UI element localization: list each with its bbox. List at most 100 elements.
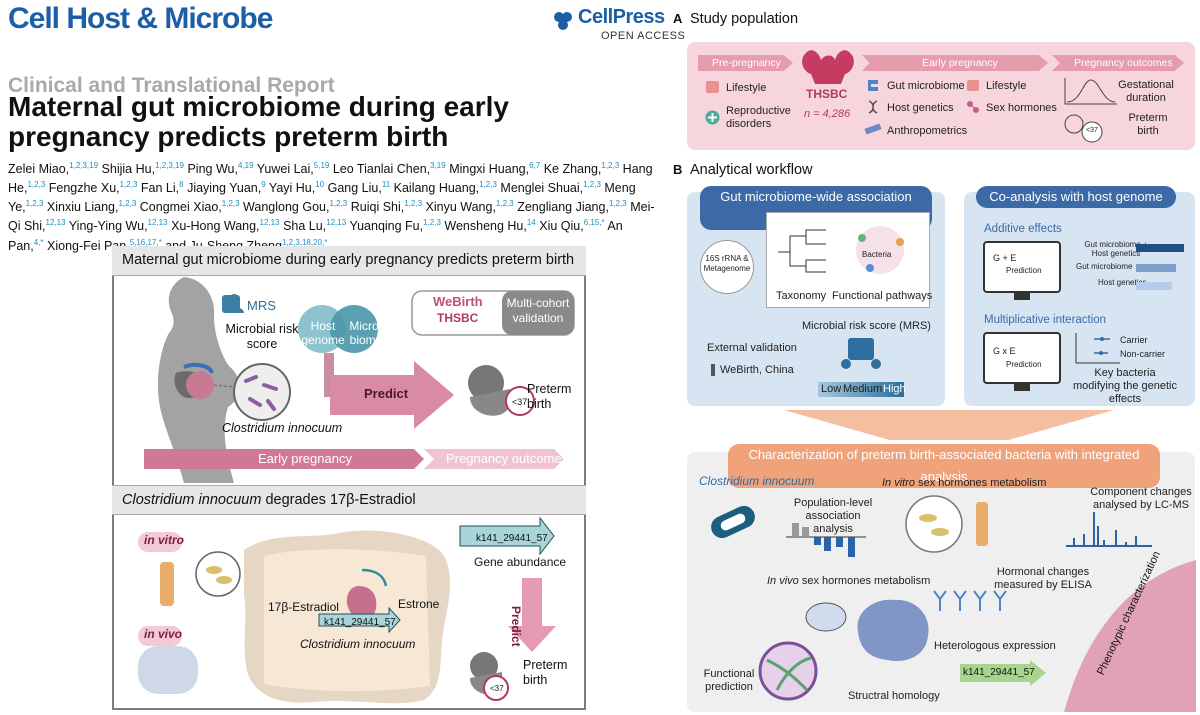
host-genome-label: Host genome: [301, 319, 345, 347]
paper-title: Maternal gut microbiome during early pre…: [8, 91, 509, 152]
bacteria-label: Bacteria: [862, 250, 892, 259]
author-name: Leo Tianlai Chen,: [332, 162, 431, 177]
author-affiliation: 1,2,3: [329, 199, 348, 209]
panel-c-title: Characterization of preterm birth-associ…: [728, 444, 1160, 488]
author-name: Ying-Ying Wu,: [68, 219, 148, 234]
gestational-curve-icon: [1064, 78, 1117, 105]
prediction-label: Prediction: [1006, 266, 1042, 275]
author-affiliation: 1,2,3: [583, 180, 601, 190]
thsbc-label: THSBC: [437, 311, 479, 325]
author-affiliation: 12,13: [259, 218, 280, 228]
author-name: Kailang Huang,: [393, 181, 480, 196]
author-affiliation: 12,13: [326, 218, 347, 228]
author-affiliation: 11: [381, 180, 391, 190]
functional-prediction-label: Functional prediction: [703, 668, 755, 693]
gene-abundance-label: Gene abundance: [474, 555, 567, 569]
ga-top-illustration: [144, 277, 575, 483]
elisa-antibodies-icon: [933, 590, 1007, 611]
author-affiliation: 1,2,3: [119, 180, 138, 190]
mrs-person-icon: [224, 294, 244, 313]
author-name: Jiaying Yuan,: [187, 181, 262, 196]
additive-bars: [1136, 244, 1184, 290]
journal-name: Cell Host & Microbe: [8, 2, 273, 35]
panel-a-letter: A: [673, 11, 683, 26]
author-name: Zelei Miao,: [8, 162, 70, 177]
in-vitro-rest: sex hormones metabolism: [918, 477, 1047, 489]
author-name: Ke Zhang,: [543, 162, 602, 177]
ga-header-2-italic: Clostridium innocuum: [122, 492, 262, 508]
noncarrier-label: Non-carrier: [1120, 349, 1166, 359]
author-name: Fan Li,: [140, 181, 180, 196]
additive-bar: [1136, 244, 1184, 252]
author-affiliation: 12,13: [45, 218, 66, 228]
author-affiliation: 14: [526, 218, 536, 228]
dna-icon: [868, 100, 878, 114]
key-bacteria-label: Key bacteria modifying the genetic effec…: [1073, 367, 1177, 405]
association-bar: [814, 537, 821, 545]
coanalysis-title: Co-analysis with host genome: [976, 186, 1176, 208]
bacterium-icon: [346, 586, 377, 621]
author-affiliation: 1,2,3: [25, 199, 44, 209]
preterm-birth-label: Preterm birth: [527, 382, 572, 411]
in-vitro-label: in vitro: [144, 533, 185, 547]
author-name: Menglei Shuai,: [500, 181, 584, 196]
magnifier-icon: [233, 363, 291, 421]
gut-microbiome-icon: [868, 80, 878, 91]
structural-label: Structral homology: [848, 690, 940, 702]
clock-icon: [505, 386, 535, 416]
high-label: High: [883, 383, 906, 395]
legend-1-label: Gut microbiome + Host genetics: [1084, 240, 1148, 258]
author-name: Shijia Hu,: [101, 162, 156, 177]
rrna-label: 16S rRNA & Metagenome: [703, 254, 751, 273]
in-vitro-italic: In vitro: [882, 477, 916, 489]
report-type: Clinical and Translational Report: [8, 74, 335, 97]
association-bar: [802, 527, 809, 537]
in-vivo-label: in vivo: [144, 627, 183, 641]
in-vivo-italic: In vivo: [767, 575, 799, 587]
population-label: Population-level association analysis: [793, 497, 873, 535]
bacterium-icon-c: [711, 505, 755, 539]
author-name: Xiu Qiu,: [539, 219, 584, 234]
taxonomy-label: Taxonomy: [776, 290, 827, 302]
estradiol-label: 17β-Estradiol: [268, 600, 339, 614]
author-affiliation: 1,2,3: [608, 199, 627, 209]
author-affiliation: 4,19: [237, 161, 254, 170]
gene-label-1: k141_29441_57: [324, 617, 396, 628]
author-name: Yayi Hu,: [268, 181, 316, 196]
author-affiliation: 8: [179, 180, 184, 190]
multiplicative-label: Multiplicative interaction: [984, 314, 1107, 326]
component-label: Component changes analysed by LC-MS: [1090, 486, 1192, 511]
author-affiliation: 1,2,3: [495, 199, 514, 209]
gene-arrow-1: [318, 606, 401, 634]
c-innocuum-label: Clostridium innocuum: [222, 421, 343, 435]
legend-3-label: Host genetics: [1098, 278, 1147, 287]
author-affiliation: 6,15,*: [583, 218, 605, 228]
early-pregnancy-bar: [144, 449, 424, 469]
author-affiliation: 1,2,3: [404, 199, 423, 209]
panel-b-title: Analytical workflow: [690, 162, 813, 178]
author-name: Sha Lu,: [283, 219, 327, 234]
author-affiliation: 1,2,3,18,20,*: [281, 237, 328, 247]
heterologous-label: Heterologous expression: [934, 640, 1056, 652]
author-affiliation: 1,2,3: [27, 180, 46, 190]
author-affiliation: 1,2,3,19: [155, 161, 184, 170]
ga-header-2-rest: degrades 17β-Estradiol: [265, 492, 416, 508]
gut-microbiome-label: Gut microbiome: [887, 80, 965, 92]
early-pregnancy-label-a: Early pregnancy: [922, 57, 998, 69]
author-affiliation: 1,2,3,19: [69, 161, 99, 170]
carrier-label: Carrier: [1120, 335, 1148, 345]
mrs-label: MRS: [247, 298, 276, 313]
hormonal-label: Hormonal changes measured by ELISA: [994, 566, 1092, 591]
preterm-birth-label-2: Preterm birth: [523, 658, 568, 687]
author-affiliation: 9: [261, 180, 266, 190]
author-affiliation: 12,13: [147, 218, 168, 228]
author-list: Zelei Miao,1,2,3,19 Shijia Hu,1,2,3,19 P…: [8, 158, 660, 254]
tree-icon: [778, 229, 826, 273]
pregnancy-outcomes-label-a: Pregnancy outcomes: [1074, 57, 1173, 69]
host-genetics-label: Host genetics: [887, 102, 954, 114]
author-affiliation: 1,2,3: [118, 199, 137, 209]
association-bar: [792, 523, 799, 537]
preterm-label-a: Preterm birth: [1128, 112, 1168, 137]
gxe-label-2: G x E: [993, 346, 1016, 356]
association-bar: [824, 537, 831, 551]
